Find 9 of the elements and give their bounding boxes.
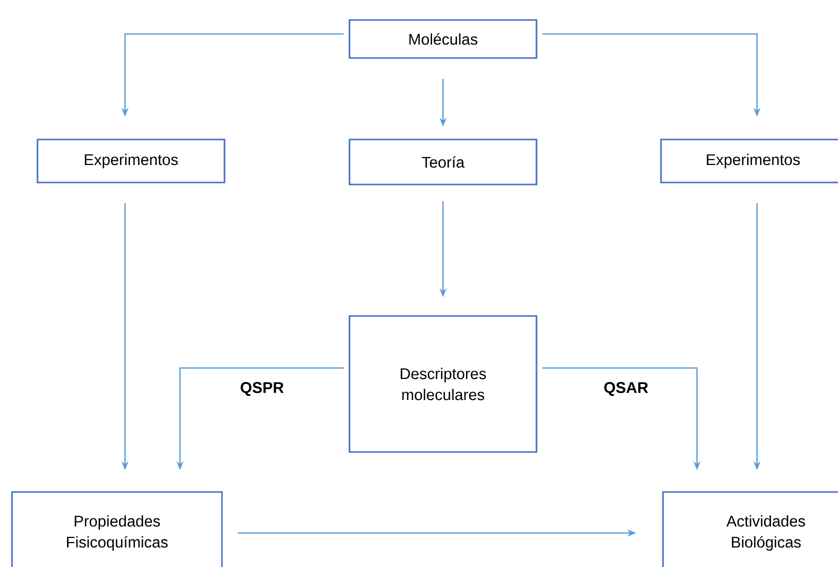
process-box: Propiedades Fisicoquímicas xyxy=(11,491,223,567)
edge-label: QSAR xyxy=(602,381,650,397)
edge-label: QSPR xyxy=(239,381,285,397)
process-box: Descriptores moleculares xyxy=(348,315,538,453)
process-box: Moléculas xyxy=(348,19,538,59)
process-box: Experimentos xyxy=(660,138,838,184)
process-box: Actividades Biológicas xyxy=(662,491,838,567)
process-box: Teoría xyxy=(348,138,538,186)
process-box: Experimentos xyxy=(36,138,226,184)
